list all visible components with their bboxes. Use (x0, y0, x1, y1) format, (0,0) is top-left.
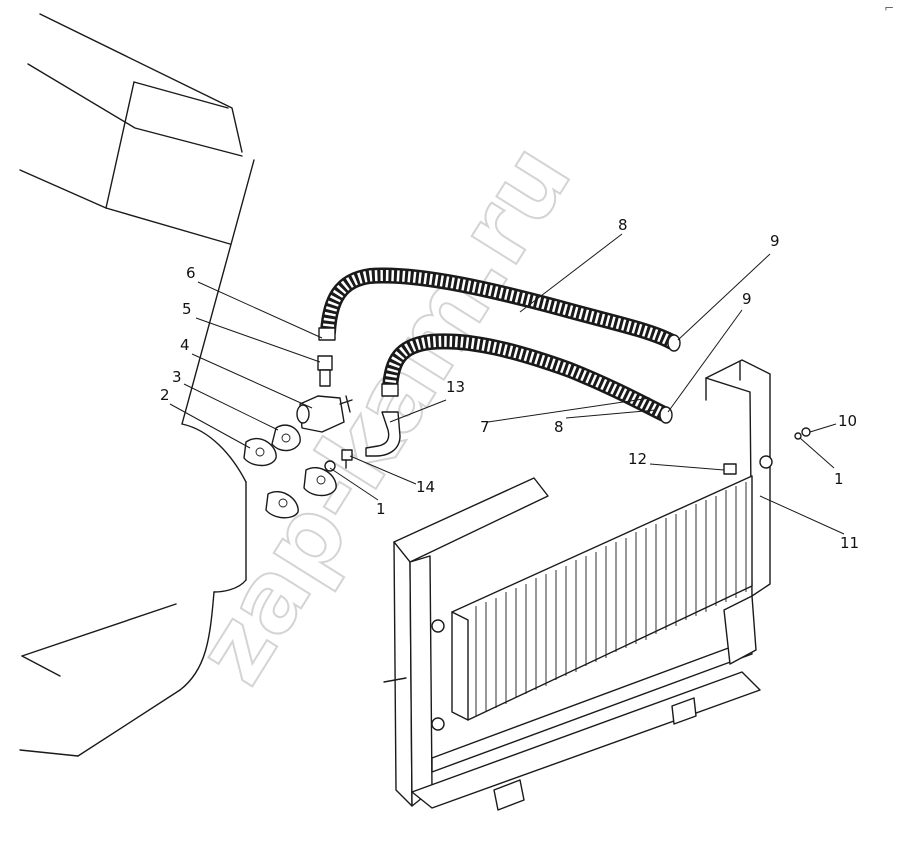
callout-2: 2 (160, 386, 170, 404)
callout-1-left: 1 (376, 500, 386, 518)
callout-13: 13 (446, 378, 465, 396)
callout-9-lower: 9 (742, 290, 752, 308)
callout-11: 11 (840, 534, 859, 552)
callout-12: 12 (628, 450, 647, 468)
callout-8-upper: 8 (618, 216, 628, 234)
leader-lines (169, 233, 845, 535)
callout-5: 5 (182, 300, 192, 318)
fittings (243, 355, 401, 519)
callout-14: 14 (416, 478, 435, 496)
callout-1-right: 1 (834, 470, 844, 488)
callout-9-upper: 9 (770, 232, 780, 250)
callout-7: 7 (480, 418, 490, 436)
callout-labels: 6 5 4 3 2 1 13 14 7 8 8 9 9 10 1 12 11 (160, 216, 859, 552)
callout-4: 4 (180, 336, 190, 354)
radiator (383, 359, 811, 811)
cab-outline (19, 13, 255, 757)
callout-3: 3 (172, 368, 182, 386)
corner-mark: ⌐ (884, 1, 894, 15)
lower-hose (381, 333, 673, 424)
radiator-fins (475, 482, 747, 716)
callout-10: 10 (838, 412, 857, 430)
upper-hose (318, 267, 681, 352)
callout-6: 6 (186, 264, 196, 282)
callout-8-lower: 8 (554, 418, 564, 436)
